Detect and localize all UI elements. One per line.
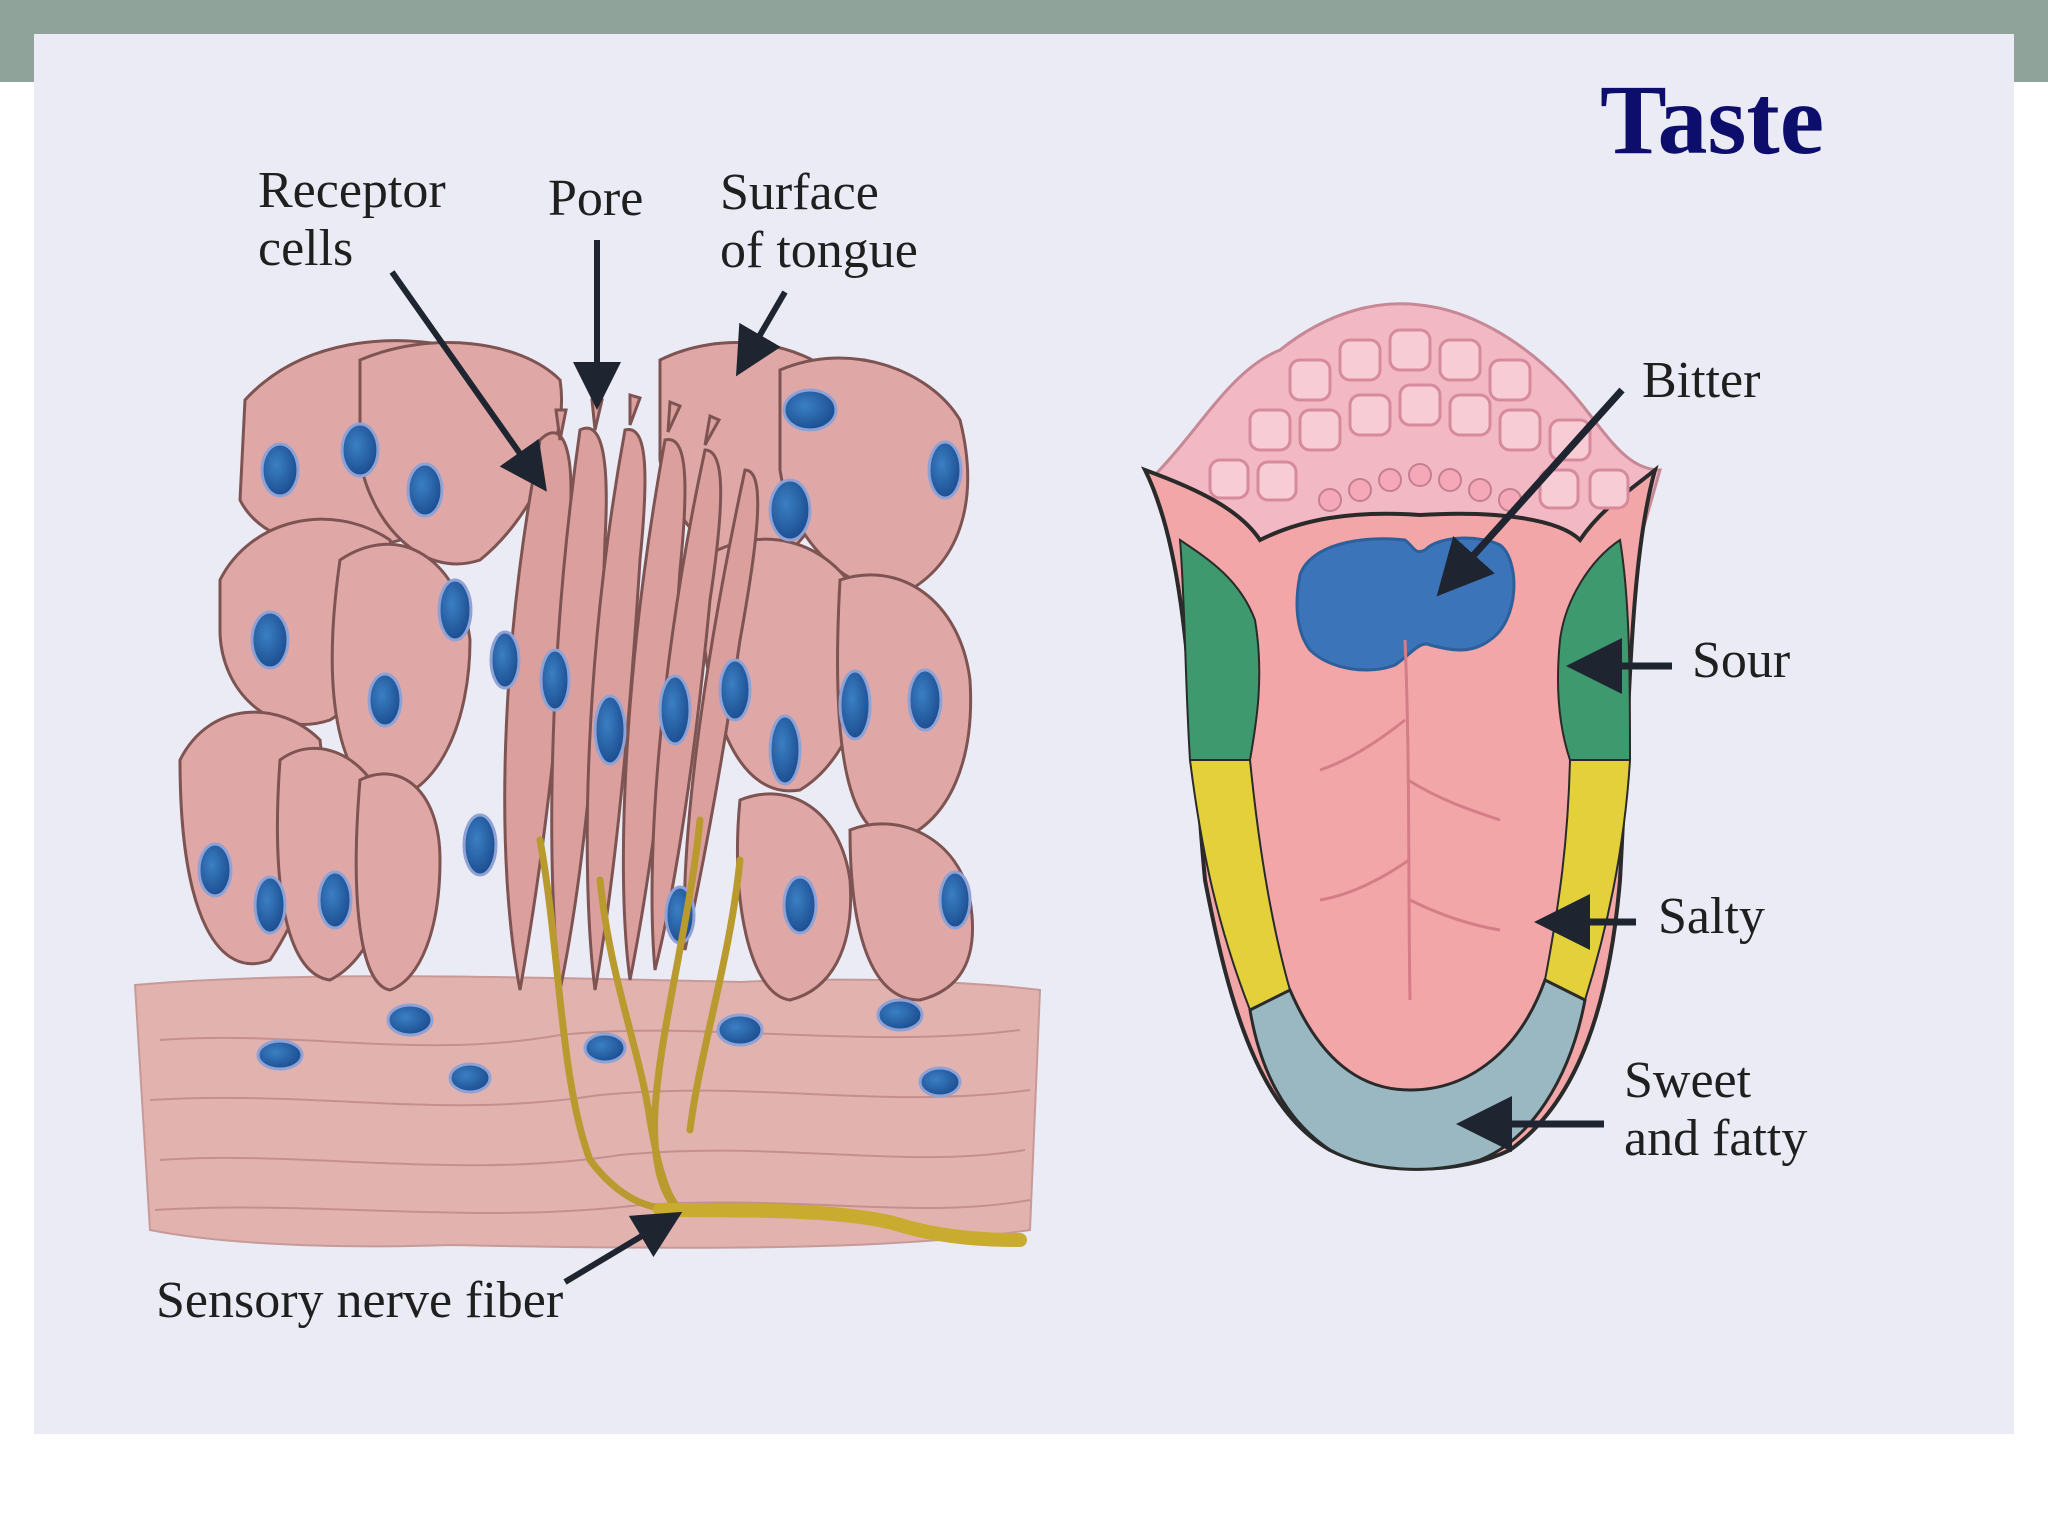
sensory-nerve-fiber <box>653 1203 1027 1247</box>
basal-tissue <box>133 975 1042 1249</box>
receptor-microvilli <box>554 392 722 446</box>
circumvallate-papillae <box>1208 328 1630 510</box>
nerve-fibers <box>536 816 744 1214</box>
median-groove <box>1319 639 1501 1001</box>
tongue-map-diagram <box>1140 302 1672 1171</box>
cell-nuclei <box>197 388 972 1098</box>
left-frame-tab <box>0 34 34 82</box>
nerve-fiber-arrow <box>563 1211 683 1285</box>
pore-label: Pore <box>548 170 644 227</box>
bitter-arrow <box>1436 387 1625 597</box>
slide-title: Taste <box>1600 64 1825 175</box>
sour-label: Sour <box>1692 632 1791 689</box>
top-frame-bar <box>0 0 2048 34</box>
sweet-and-fatty-label: Sweet and fatty <box>1624 1052 1808 1167</box>
surface-arrow <box>735 290 788 377</box>
sour-zone-left <box>1178 538 1261 761</box>
taste-bud-arrows <box>389 240 788 1285</box>
salty-label: Salty <box>1658 888 1765 945</box>
bitter-label: Bitter <box>1642 352 1761 409</box>
tongue-map-arrows <box>1436 387 1672 1152</box>
tissue-lines <box>149 1029 1031 1215</box>
receptor-cell-cluster <box>503 426 760 991</box>
sensory-nerve-fiber-label: Sensory nerve fiber <box>156 1272 564 1329</box>
taste-bud-diagram <box>133 240 1042 1285</box>
surface-of-tongue-label: Surface of tongue <box>720 164 918 279</box>
right-frame-tab <box>2014 34 2048 82</box>
receptor-cells-label: Receptor cells <box>258 162 446 277</box>
receptor-cells-arrow <box>389 270 547 492</box>
